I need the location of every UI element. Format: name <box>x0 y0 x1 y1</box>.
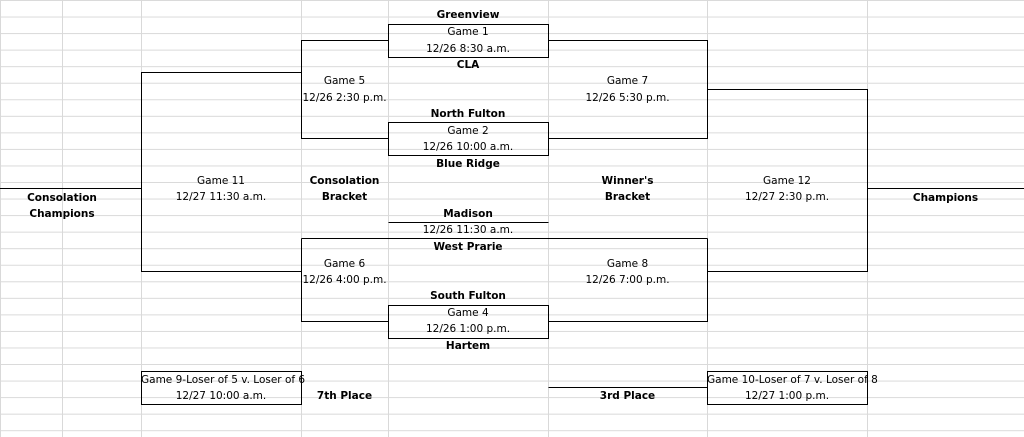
team-south-fulton: South Fulton <box>430 290 506 302</box>
bracket-line <box>141 72 302 272</box>
game-12-label: Game 12 <box>763 175 811 187</box>
consolation-champions-label: Champions <box>29 208 95 220</box>
consolation-bracket-label: Consolation <box>309 175 380 187</box>
game-5-label: Game 5 <box>323 75 366 87</box>
consolation-bracket-label: Bracket <box>321 191 368 203</box>
game-2-time: 12/26 10:00 a.m. <box>422 141 514 153</box>
game-12-time: 12/27 2:30 p.m. <box>744 191 830 203</box>
third-place-label: 3rd Place <box>599 390 656 402</box>
team-north-fulton: North Fulton <box>430 108 506 120</box>
game-10-label: Game 10-Loser of 7 v. Loser of 8 <box>707 374 878 386</box>
winners-bracket-label: Bracket <box>604 191 651 203</box>
bracket-line <box>388 24 549 58</box>
team-cla: CLA <box>456 59 480 71</box>
game-4-label: Game 4 <box>447 307 489 319</box>
winners-bracket-label: Winner's <box>601 175 654 187</box>
bracket-line <box>301 40 389 139</box>
bracket-line <box>301 238 389 322</box>
game-4-time: 12/26 1:00 p.m. <box>425 323 511 335</box>
game-10-time: 12/27 1:00 p.m. <box>744 390 830 402</box>
bracket-line <box>707 89 868 272</box>
game-11-label: Game 11 <box>197 175 245 187</box>
team-west-prarie: West Prarie <box>433 241 503 253</box>
seventh-place-label: 7th Place <box>316 390 373 402</box>
game-3-time: 12/26 11:30 a.m. <box>422 224 514 236</box>
column-gridline <box>301 0 302 437</box>
game-8-label: Game 8 <box>606 258 649 270</box>
game-9-time: 12/27 10:00 a.m. <box>175 390 267 402</box>
game-1-time: 12/26 8:30 a.m. <box>426 43 510 55</box>
team-hartem: Hartem <box>445 340 491 352</box>
column-gridline <box>388 0 389 437</box>
bracket-line <box>301 222 708 239</box>
team-greenview: Greenview <box>436 9 500 21</box>
bracket-line <box>388 305 549 339</box>
team-blue-ridge: Blue Ridge <box>436 158 500 170</box>
game-5-time: 12/26 2:30 p.m. <box>302 92 387 104</box>
game-2-label: Game 2 <box>447 125 489 137</box>
champions-label: Champions <box>912 192 979 204</box>
bracket-line <box>707 371 868 405</box>
column-gridline <box>62 0 63 437</box>
game-7-time: 12/26 5:30 p.m. <box>585 92 670 104</box>
game-6-label: Game 6 <box>323 258 366 270</box>
bracket-line <box>388 122 549 156</box>
team-madison: Madison <box>443 208 493 220</box>
game-1-label: Game 1 <box>447 26 489 38</box>
consolation-champions-label: Consolation <box>27 192 97 204</box>
game-11-time: 12/27 11:30 a.m. <box>175 191 267 203</box>
column-gridline <box>707 0 708 437</box>
bracket-line <box>548 238 708 322</box>
game-6-time: 12/26 4:00 p.m. <box>302 274 387 286</box>
bracket-line <box>141 371 302 405</box>
game-9-label: Game 9-Loser of 5 v. Loser of 6 <box>141 374 306 386</box>
game-8-time: 12/26 7:00 p.m. <box>585 274 670 286</box>
column-gridline <box>548 0 549 437</box>
game-7-label: Game 7 <box>606 75 649 87</box>
